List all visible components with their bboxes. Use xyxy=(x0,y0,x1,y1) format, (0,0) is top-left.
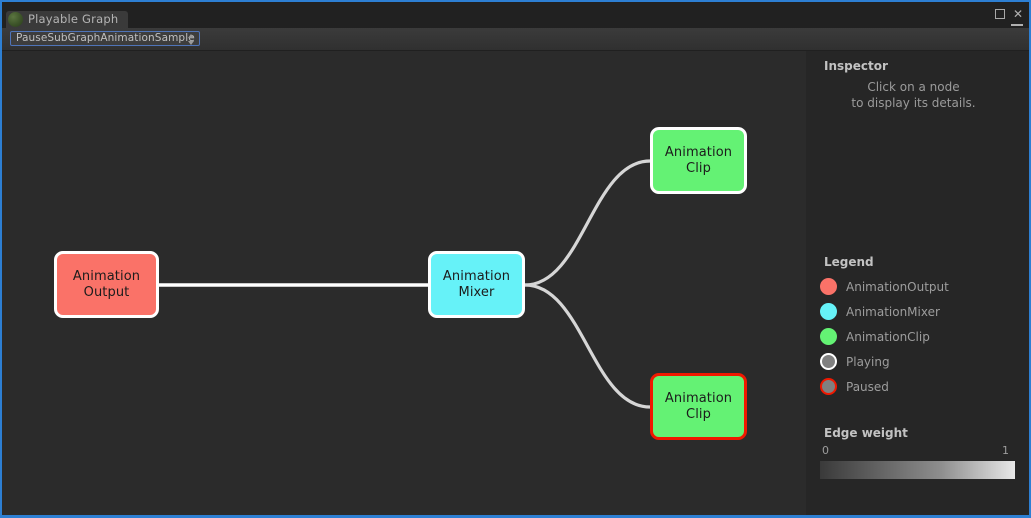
node-label-line1: Animation xyxy=(664,390,733,406)
edge-weight-gradient-bar xyxy=(820,461,1015,479)
legend-swatch-playing xyxy=(820,353,837,370)
window-tab-strip: Playable Graph ✕ xyxy=(2,2,1029,34)
legend-item-animation-mixer: AnimationMixer xyxy=(820,299,1023,324)
node-label: Animation Clip xyxy=(665,391,732,423)
graph-toolbar: PauseSubGraphAnimationSample xyxy=(2,28,1029,51)
legend-list: AnimationOutput AnimationMixer Animation… xyxy=(820,274,1023,399)
node-label-line2: Clip xyxy=(686,406,711,422)
node-label-line2: Mixer xyxy=(458,284,495,300)
inspector-sidebar: Inspector Click on a node to display its… xyxy=(806,51,1029,515)
legend-label: Paused xyxy=(846,379,889,394)
node-label-line1: Animation xyxy=(442,268,511,284)
node-label: Animation Output xyxy=(73,269,140,301)
inspector-hint: Click on a node to display its details. xyxy=(806,79,1021,111)
node-label-line2: Output xyxy=(83,284,130,300)
graph-selector-value: PauseSubGraphAnimationSample xyxy=(16,32,195,44)
playable-graph-icon xyxy=(8,12,23,27)
legend-swatch-paused xyxy=(820,378,837,395)
edge-cliptop-to-mixer xyxy=(524,159,651,287)
graph-selector-dropdown[interactable]: PauseSubGraphAnimationSample xyxy=(10,31,200,46)
legend-swatch-animation-output xyxy=(820,278,837,295)
legend-title: Legend xyxy=(824,255,874,269)
tab-label: Playable Graph xyxy=(28,12,119,26)
graph-node-animation-mixer[interactable]: Animation Mixer xyxy=(428,251,525,318)
legend-label: AnimationClip xyxy=(846,329,930,344)
window-controls: ✕ xyxy=(994,7,1023,21)
legend-item-animation-output: AnimationOutput xyxy=(820,274,1023,299)
legend-item-playing: Playing xyxy=(820,349,1023,374)
legend-swatch-animation-mixer xyxy=(820,303,837,320)
graph-node-animation-clip-playing[interactable]: Animation Clip xyxy=(650,127,747,194)
inspector-title: Inspector xyxy=(824,59,888,73)
graph-canvas[interactable]: Animation Output Animation Mixer Animati… xyxy=(2,51,806,515)
close-icon[interactable]: ✕ xyxy=(1012,7,1023,21)
legend-label: AnimationMixer xyxy=(846,304,940,319)
legend-item-paused: Paused xyxy=(820,374,1023,399)
node-label-line2: Clip xyxy=(686,160,711,176)
inspector-hint-line2: to display its details. xyxy=(851,96,976,110)
graph-node-animation-output[interactable]: Animation Output xyxy=(54,251,159,318)
stepper-arrows-icon xyxy=(188,34,195,45)
legend-swatch-animation-clip xyxy=(820,328,837,345)
graph-node-animation-clip-paused[interactable]: Animation Clip xyxy=(650,373,747,440)
edge-weight-max-label: 1 xyxy=(1002,444,1009,457)
main-area: Animation Output Animation Mixer Animati… xyxy=(2,51,1029,515)
maximize-icon[interactable] xyxy=(994,9,1005,19)
node-label: Animation Clip xyxy=(665,145,732,177)
inspector-hint-line1: Click on a node xyxy=(867,80,960,94)
legend-label: Playing xyxy=(846,354,890,369)
graph-edges xyxy=(159,159,651,409)
node-label: Animation Mixer xyxy=(443,269,510,301)
node-label-line1: Animation xyxy=(664,144,733,160)
edge-weight-min-label: 0 xyxy=(822,444,829,457)
edge-weight-title: Edge weight xyxy=(824,426,908,440)
edge-clipbottom-to-mixer xyxy=(524,283,651,409)
legend-label: AnimationOutput xyxy=(846,279,949,294)
node-label-line1: Animation xyxy=(72,268,141,284)
tab-playable-graph[interactable]: Playable Graph xyxy=(6,11,129,28)
legend-item-animation-clip: AnimationClip xyxy=(820,324,1023,349)
